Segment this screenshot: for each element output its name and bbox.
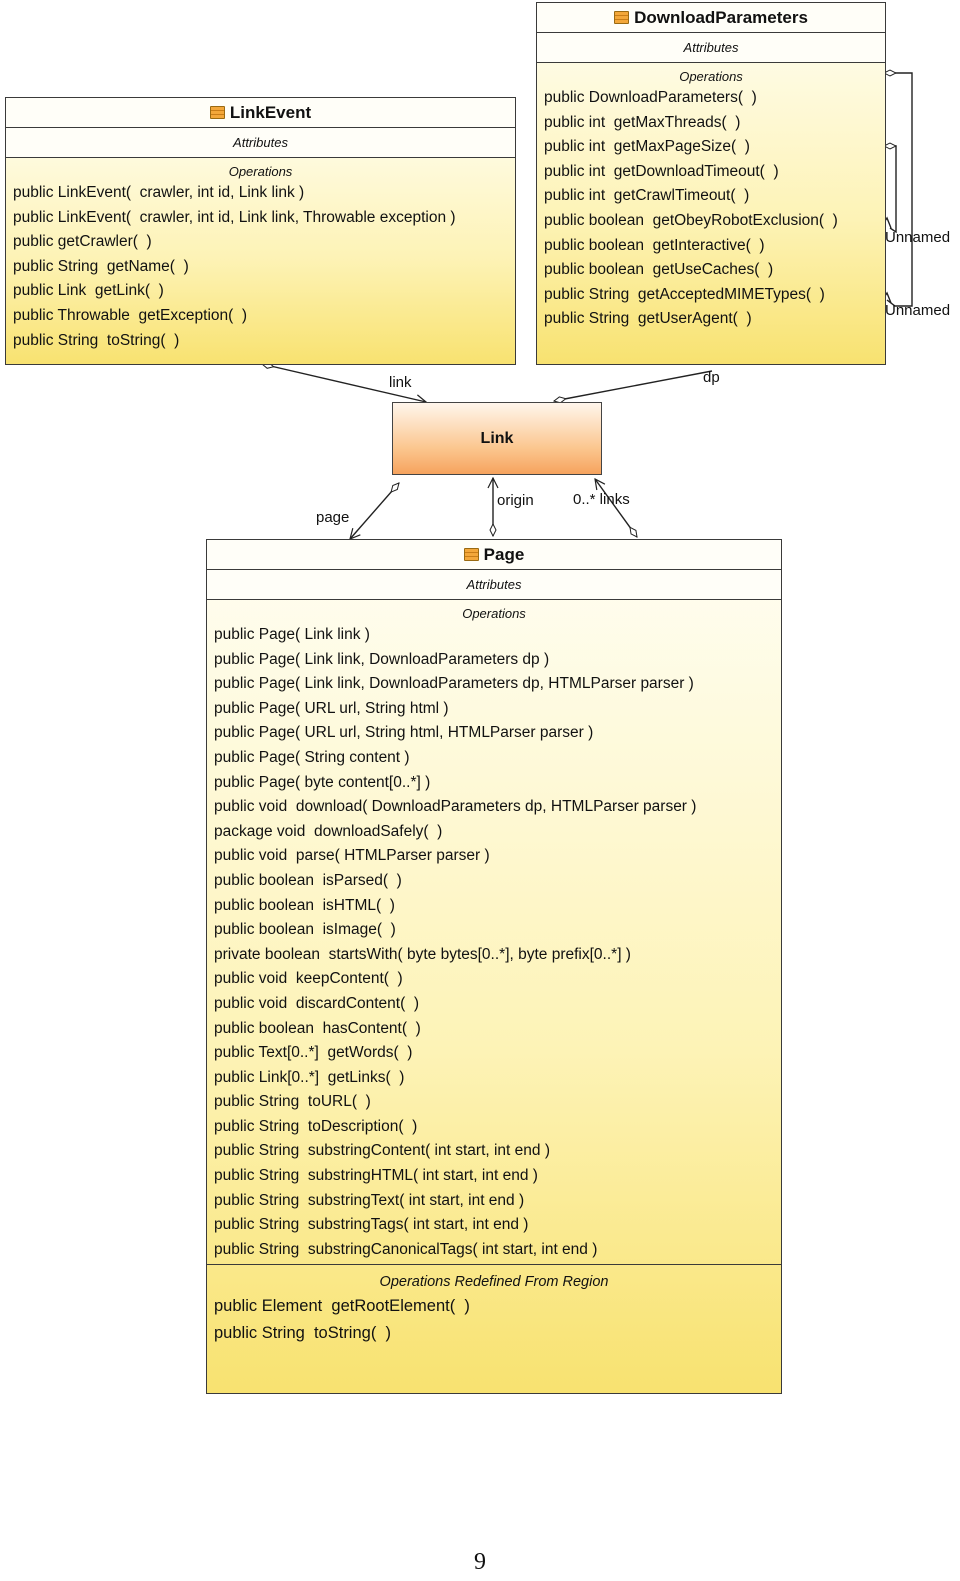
assoc-page-link-links	[595, 479, 637, 537]
operation: public String getUserAgent( )	[544, 310, 752, 328]
class-icon	[209, 106, 225, 119]
operations-section: Operations public Page( Link link ) publ…	[207, 600, 781, 1262]
class-downloadparameters[interactable]: DownloadParameters Attributes Operations…	[536, 2, 886, 365]
operation: public LinkEvent( crawler, int id, Link …	[13, 184, 305, 201]
self-assoc-unnamed-2	[884, 146, 896, 234]
class-downloadparameters-title: DownloadParameters	[537, 3, 885, 33]
class-page-title: Page	[207, 540, 781, 570]
operation: public Text[0..*] getWords( )	[214, 1044, 413, 1062]
operation: public String substringTags( int start, …	[214, 1216, 529, 1234]
assoc-label-unnamed-1: Unnamed	[885, 229, 951, 246]
operation: public String getAcceptedMIMETypes( )	[544, 285, 825, 303]
class-link[interactable]: Link	[392, 402, 602, 475]
operations-header: Operations	[462, 606, 526, 621]
operations-section: Operations public DownloadParameters( ) …	[537, 63, 885, 332]
class-downloadparameters-name: DownloadParameters	[634, 7, 808, 27]
operation: public String substringText( int start, …	[214, 1191, 525, 1209]
operation: public boolean isImage( )	[214, 921, 396, 939]
operation: public String toURL( )	[214, 1093, 371, 1111]
operation: public Page( byte content[0..*] )	[214, 773, 431, 791]
operation: public String substringContent( int star…	[214, 1142, 550, 1160]
assoc-downloadparameters-link	[554, 370, 713, 401]
operation: public Link[0..*] getLinks( )	[214, 1068, 405, 1086]
operation: public Page( Link link, DownloadParamete…	[214, 675, 694, 693]
operation: public String substringCanonicalTags( in…	[214, 1240, 598, 1258]
redefined-operations-section: Operations Redefined From Region public …	[207, 1264, 781, 1347]
operation: public void download( DownloadParameters…	[214, 798, 697, 816]
assoc-label-link: link	[389, 374, 412, 391]
operation: public boolean getInteractive( )	[544, 236, 765, 254]
class-linkevent-name: LinkEvent	[229, 102, 312, 122]
attributes-section: Attributes	[537, 33, 885, 63]
operation: public boolean isParsed( )	[214, 871, 402, 889]
operation: public String getName( )	[13, 257, 189, 275]
operation: public DownloadParameters( )	[544, 89, 757, 106]
operation: public Link getLink( )	[13, 282, 164, 300]
class-icon	[463, 548, 479, 561]
operation: public Page( Link link )	[214, 626, 370, 643]
attributes-section: Attributes	[6, 128, 515, 158]
operation: public int getMaxThreads( )	[544, 113, 741, 131]
attributes-section: Attributes	[207, 570, 781, 600]
operations-header: Operations	[679, 69, 743, 84]
class-linkevent[interactable]: LinkEvent Attributes Operations public L…	[5, 97, 516, 365]
operation: public void parse( HTMLParser parser )	[214, 847, 490, 865]
operation: public int getMaxPageSize( )	[544, 138, 750, 156]
operation: public String toDescription( )	[214, 1117, 418, 1135]
class-linkevent-title: LinkEvent	[6, 98, 515, 128]
operation: public getCrawler( )	[13, 233, 152, 251]
operations-section: Operations public LinkEvent( crawler, in…	[6, 158, 515, 353]
operation: public String toString( )	[13, 331, 180, 349]
operation: public int getDownloadTimeout( )	[544, 162, 779, 180]
operations-header: Operations	[228, 164, 293, 179]
class-page-name: Page	[483, 544, 525, 564]
class-icon	[614, 11, 630, 24]
assoc-label-page: page	[316, 509, 350, 526]
operation: public boolean getUseCaches( )	[544, 261, 774, 279]
operation: public boolean isHTML( )	[214, 896, 395, 914]
operation: public boolean hasContent( )	[214, 1019, 421, 1037]
redefined-operations-header: Operations Redefined From Region	[379, 1274, 609, 1291]
operation: public Page( String content )	[214, 748, 410, 766]
operation: public Page( URL url, String html )	[214, 699, 449, 717]
assoc-label-dp: dp	[703, 369, 720, 386]
class-link-name: Link	[480, 429, 514, 447]
operation: public String substringHTML( int start, …	[214, 1167, 538, 1185]
assoc-label-origin: origin	[497, 492, 534, 509]
operation: public void discardContent( )	[214, 994, 420, 1012]
operation: public void keepContent( )	[214, 970, 403, 988]
class-page[interactable]: Page Attributes Operations public Page( …	[206, 539, 782, 1394]
assoc-page-link-page	[350, 483, 399, 539]
redefined-operation: public Element getRootElement( )	[214, 1297, 470, 1316]
assoc-label-links: 0..* links	[573, 491, 630, 508]
operation: public Page( URL url, String html, HTMLP…	[214, 724, 594, 742]
page-number: 9	[474, 1549, 486, 1575]
operation: private boolean startsWith( byte bytes[0…	[214, 945, 631, 963]
operation: public Throwable getException( )	[13, 306, 248, 324]
assoc-label-unnamed-2: Unnamed	[885, 302, 951, 319]
operation: public int getCrawlTimeout( )	[544, 187, 750, 205]
self-assoc-unnamed-1	[884, 73, 913, 307]
redefined-operation: public String toString( )	[214, 1324, 391, 1343]
operation: public boolean getObeyRobotExclusion( )	[544, 211, 838, 229]
operation: public Page( Link link, DownloadParamete…	[214, 650, 550, 668]
operation: public LinkEvent( crawler, int id, Link …	[13, 208, 456, 226]
assoc-linkevent-link	[262, 364, 426, 402]
operation: package void downloadSafely( )	[214, 822, 443, 840]
